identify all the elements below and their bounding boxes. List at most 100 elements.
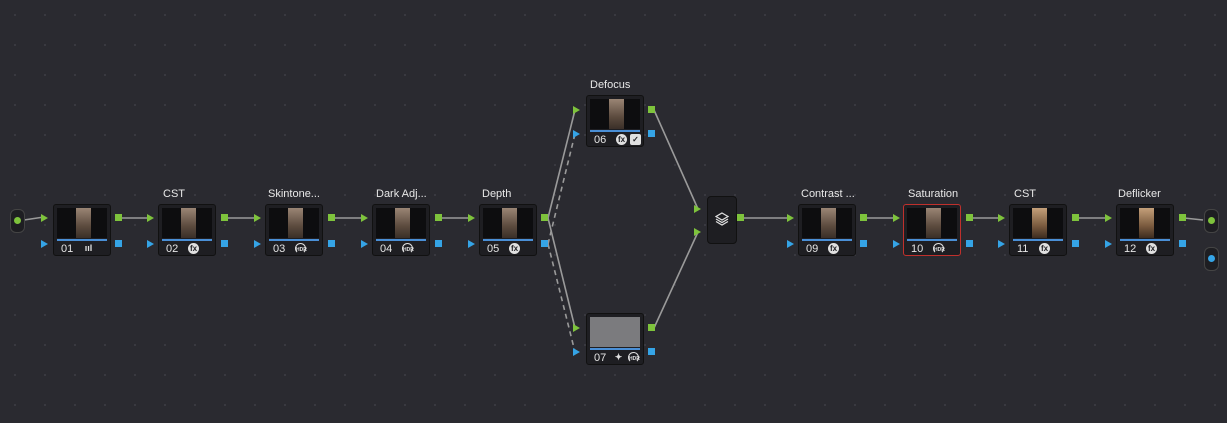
node-number: 06 bbox=[594, 134, 607, 146]
alpha-output-pin[interactable] bbox=[221, 240, 228, 247]
alpha-output-pin[interactable] bbox=[328, 240, 335, 247]
rgb-input-pin[interactable] bbox=[787, 214, 794, 222]
graph-input-rgb[interactable] bbox=[10, 209, 25, 233]
rgb-output-pin[interactable] bbox=[435, 214, 442, 221]
alpha-output-pin[interactable] bbox=[860, 240, 867, 247]
mixer-output-pin[interactable] bbox=[737, 214, 744, 221]
rgb-output-pin[interactable] bbox=[966, 214, 973, 221]
rgb-output-pin[interactable] bbox=[115, 214, 122, 221]
node-number: 07 bbox=[594, 352, 607, 364]
node-title: CST bbox=[163, 188, 185, 200]
alpha-output-pin[interactable] bbox=[541, 240, 548, 247]
graph-output-alpha[interactable] bbox=[1204, 247, 1219, 271]
alpha-output-pin[interactable] bbox=[648, 348, 655, 355]
bars-icon: ııl bbox=[84, 243, 93, 253]
node-number: 09 bbox=[806, 243, 819, 255]
node-number: 02 bbox=[166, 243, 179, 255]
node-title: Deflicker bbox=[1118, 188, 1161, 200]
node-title: Contrast ... bbox=[801, 188, 855, 200]
layers-icon bbox=[715, 212, 729, 226]
mixer-input-pin-1[interactable] bbox=[694, 205, 701, 213]
hdr-icon: HDR bbox=[628, 352, 640, 363]
node-thumbnail bbox=[376, 208, 426, 238]
rgb-output-pin[interactable] bbox=[1179, 214, 1186, 221]
checkbox-icon[interactable]: ✓ bbox=[630, 134, 641, 145]
node-11[interactable]: 11 fx bbox=[1009, 204, 1067, 256]
alpha-output-pin[interactable] bbox=[966, 240, 973, 247]
hdr-icon: HDR bbox=[933, 243, 945, 254]
node-number: 01 bbox=[61, 243, 74, 255]
node-title: Depth bbox=[482, 188, 512, 200]
mixer-input-pin-2[interactable] bbox=[694, 228, 701, 236]
alpha-input-pin[interactable] bbox=[468, 240, 475, 248]
alpha-input-pin[interactable] bbox=[361, 240, 368, 248]
alpha-input-pin[interactable] bbox=[893, 240, 900, 248]
hdr-icon: HDR bbox=[295, 243, 307, 254]
rgb-input-pin[interactable] bbox=[41, 214, 48, 222]
alpha-output-pin[interactable] bbox=[1072, 240, 1079, 247]
rgb-output-pin[interactable] bbox=[328, 214, 335, 221]
node-number: 05 bbox=[487, 243, 500, 255]
rgb-input-pin[interactable] bbox=[998, 214, 1005, 222]
node-title: CST bbox=[1014, 188, 1036, 200]
output-alpha-dot bbox=[1208, 255, 1215, 262]
node-02[interactable]: 02 fx bbox=[158, 204, 216, 256]
node-05[interactable]: 05 fx bbox=[479, 204, 537, 256]
node-thumbnail bbox=[1013, 208, 1063, 238]
hdr-icon: HDR bbox=[402, 243, 414, 254]
node-title: Saturation bbox=[908, 188, 959, 200]
rgb-input-pin[interactable] bbox=[573, 324, 580, 332]
alpha-output-pin[interactable] bbox=[648, 130, 655, 137]
fx-icon: fx bbox=[509, 243, 520, 254]
alpha-output-pin[interactable] bbox=[1179, 240, 1186, 247]
node-09[interactable]: 09 fx bbox=[798, 204, 856, 256]
alpha-input-pin[interactable] bbox=[573, 130, 580, 138]
alpha-input-pin[interactable] bbox=[41, 240, 48, 248]
fx-icon: fx bbox=[1039, 243, 1050, 254]
rgb-output-pin[interactable] bbox=[860, 214, 867, 221]
fx-icon: fx bbox=[1146, 243, 1157, 254]
rgb-input-pin[interactable] bbox=[1105, 214, 1112, 222]
fx-icon: fx bbox=[188, 243, 199, 254]
rgb-input-pin[interactable] bbox=[573, 106, 580, 114]
node-03[interactable]: 03 HDR bbox=[265, 204, 323, 256]
node-thumbnail bbox=[1120, 208, 1170, 238]
node-number: 03 bbox=[273, 243, 286, 255]
fx-icon: fx bbox=[616, 134, 627, 145]
node-thumbnail bbox=[269, 208, 319, 238]
node-06[interactable]: 06 fx ✓ bbox=[586, 95, 644, 147]
node-thumbnail bbox=[907, 208, 957, 238]
rgb-input-pin[interactable] bbox=[254, 214, 261, 222]
node-thumbnail bbox=[590, 317, 640, 347]
alpha-input-pin[interactable] bbox=[573, 348, 580, 356]
alpha-input-pin[interactable] bbox=[254, 240, 261, 248]
rgb-input-pin[interactable] bbox=[361, 214, 368, 222]
rgb-output-pin[interactable] bbox=[541, 214, 548, 221]
node-12[interactable]: 12 fx bbox=[1116, 204, 1174, 256]
rgb-input-pin[interactable] bbox=[468, 214, 475, 222]
rgb-input-pin[interactable] bbox=[147, 214, 154, 222]
node-01[interactable]: 01 ııl bbox=[53, 204, 111, 256]
rgb-output-pin[interactable] bbox=[221, 214, 228, 221]
node-thumbnail bbox=[483, 208, 533, 238]
rgb-output-pin[interactable] bbox=[648, 106, 655, 113]
rgb-output-pin[interactable] bbox=[648, 324, 655, 331]
node-04[interactable]: 04 HDR bbox=[372, 204, 430, 256]
alpha-input-pin[interactable] bbox=[998, 240, 1005, 248]
rgb-input-pin[interactable] bbox=[893, 214, 900, 222]
alpha-input-pin[interactable] bbox=[1105, 240, 1112, 248]
node-thumbnail bbox=[57, 208, 107, 238]
alpha-input-pin[interactable] bbox=[787, 240, 794, 248]
node-10[interactable]: 10 HDR bbox=[903, 204, 961, 256]
layer-mixer-node[interactable] bbox=[707, 196, 737, 244]
alpha-output-pin[interactable] bbox=[435, 240, 442, 247]
graph-output-rgb[interactable] bbox=[1204, 209, 1219, 233]
alpha-output-pin[interactable] bbox=[115, 240, 122, 247]
node-07[interactable]: 07 ✦ HDR bbox=[586, 313, 644, 365]
node-title: Defocus bbox=[590, 79, 631, 91]
alpha-input-pin[interactable] bbox=[147, 240, 154, 248]
node-number: 12 bbox=[1124, 243, 1137, 255]
rgb-output-pin[interactable] bbox=[1072, 214, 1079, 221]
node-thumbnail bbox=[590, 99, 640, 129]
